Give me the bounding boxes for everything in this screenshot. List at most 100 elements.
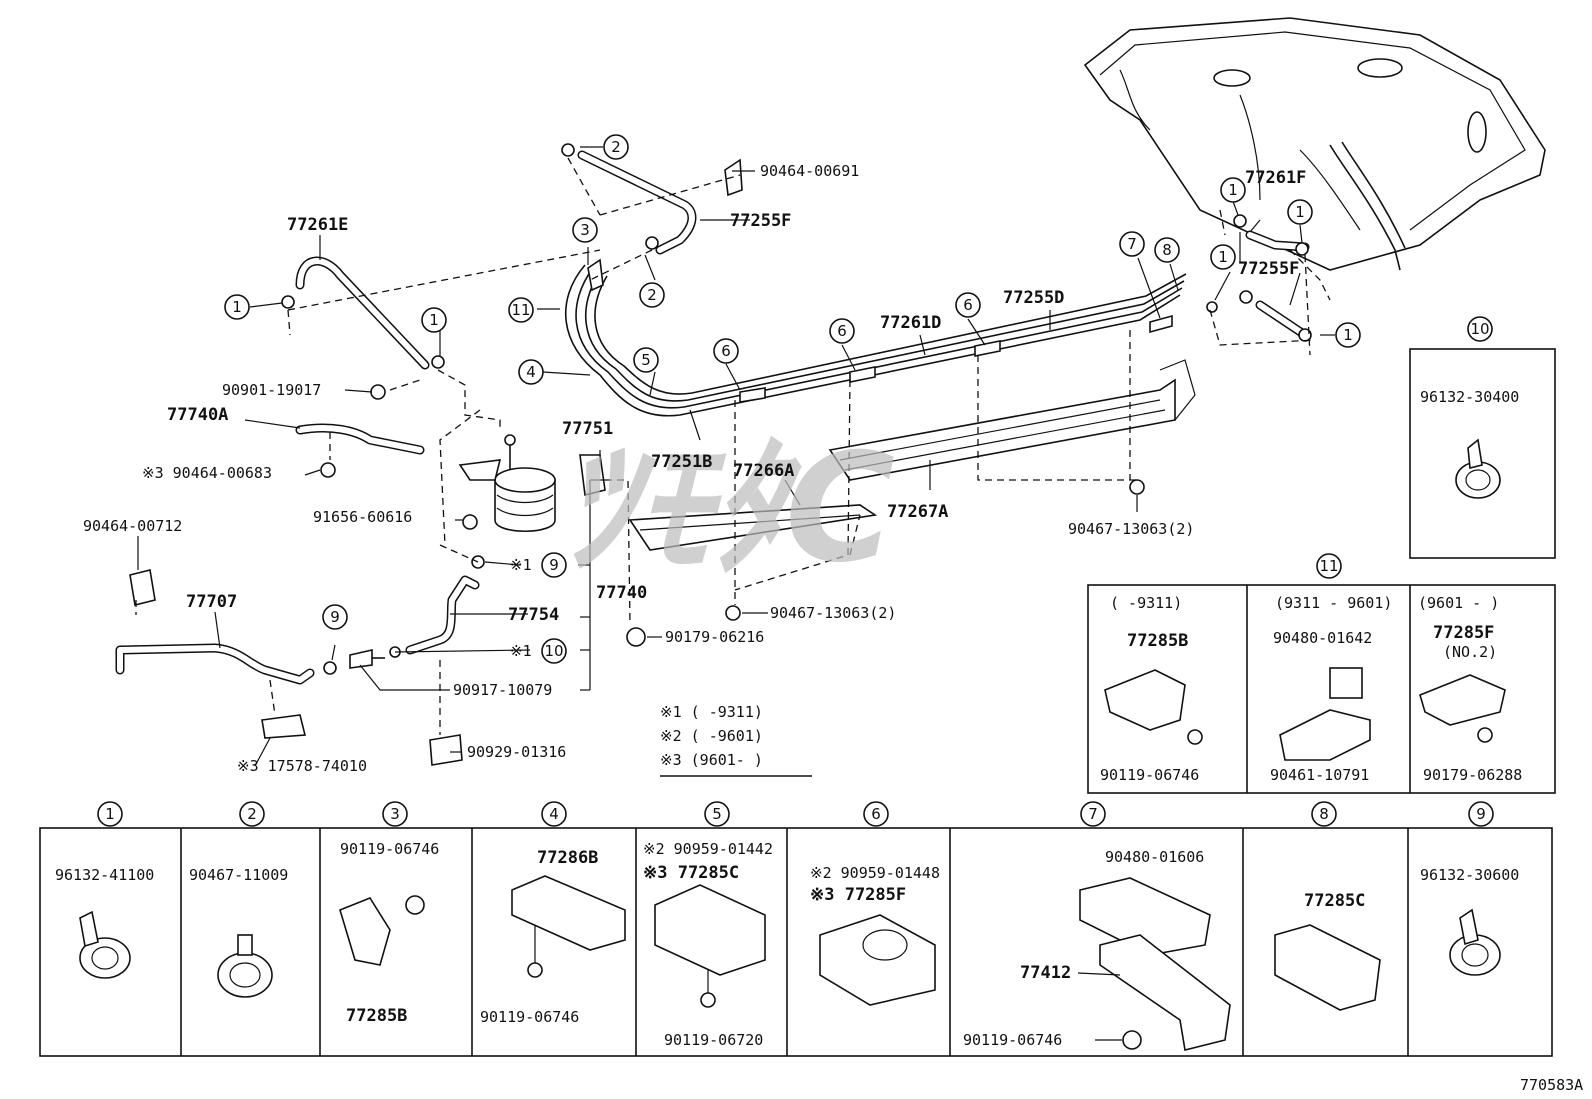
fasteners [129,143,1312,766]
svg-text:1: 1 [232,298,242,316]
callout-1: 1 [1210,244,1236,270]
label-90929-01316: 90929-01316 [467,743,566,761]
label-90179-06216: 90179-06216 [665,628,764,646]
clamp-block-icon [1274,924,1381,1011]
bolt-icon [700,992,716,1008]
callout-6: 6 [829,318,855,344]
box-10-part: 96132-30400 [1420,388,1519,406]
callout-4: 4 [518,359,544,385]
cell-3-part-b: 77285B [346,1006,407,1026]
table-callout-9: 9 [1468,801,1494,827]
cell-6-part-b: ※3 77285F [810,885,906,905]
svg-text:4: 4 [549,805,559,823]
clamp-icon [1104,669,1186,731]
label-90464-00683: ※3 90464-00683 [142,464,272,482]
table-callout-4: 4 [541,801,567,827]
label-90464-00712: 90464-00712 [83,517,182,535]
table-callout-8: 8 [1311,801,1337,827]
svg-text:9: 9 [549,556,559,574]
svg-text:6: 6 [721,342,731,360]
cell-5-part-b: ※3 77285C [643,863,739,883]
svg-text:6: 6 [871,805,881,823]
diagram-code: 770583A [1520,1076,1583,1094]
svg-text:11: 11 [1319,557,1338,575]
label-77751: 77751 [562,419,613,439]
table-callout-3: 3 [382,801,408,827]
label-90464-00691: 90464-00691 [760,162,859,180]
clamp-hole-icon [862,929,908,961]
callout-6: 6 [713,338,739,364]
svg-text:5: 5 [712,805,722,823]
table-callout-2: 2 [239,801,265,827]
label-91656-60616: 91656-60616 [313,508,412,526]
leader-lines [135,146,1335,767]
hoses-right [1245,230,1310,340]
callout-1: 1 [1220,177,1246,203]
cell-7-part-a: 90480-01606 [1105,848,1204,866]
label-77707: 77707 [186,592,237,612]
cell-7-part-c: 90119-06746 [963,1031,1062,1049]
label-77740A: 77740A [167,405,228,425]
label-77267A: 77267A [887,502,948,522]
label-77255F-right: 77255F [1238,259,1299,279]
cell-2-part: 90467-11009 [189,866,288,884]
bolt-icon [1122,1030,1142,1050]
label-77266A: 77266A [733,461,794,481]
label-17578-74010: ※3 17578-74010 [237,757,367,775]
label-77261E: 77261E [287,215,348,235]
callout-10: 10 [541,638,567,664]
protector-77266A [628,504,878,551]
svg-text:2: 2 [247,805,257,823]
clamp-ring-icon [217,934,273,998]
callout-3: 3 [572,217,598,243]
box-11-col3-range: (9601 - ) [1418,594,1499,612]
svg-text:6: 6 [963,296,973,314]
watermark: ﾂﾓﾀC [560,422,895,596]
cell-4-part-a: 77286B [537,848,598,868]
box-11-callout: 11 [1316,553,1342,579]
cell-3-part-a: 90119-06746 [340,840,439,858]
box-10-callout: 10 [1467,316,1493,342]
main-labels: 77261E 77255F 90464-00691 77261F 77255F … [83,162,1306,775]
label-77255F-top: 77255F [730,211,791,231]
cell-6-part-a: ※2 90959-01448 [810,864,940,882]
box-11-col3-part-a: 77285F [1433,623,1494,643]
clip-icon [79,910,131,979]
box-11-col2-range: (9311 - 9601) [1275,594,1392,612]
grommet-icon [1329,667,1363,699]
svg-text:7: 7 [1127,235,1137,253]
clip-icon [1455,438,1501,499]
svg-text:8: 8 [1319,805,1329,823]
svg-text:1: 1 [1295,203,1305,221]
box-10: 10 96132-30400 [1409,316,1556,559]
clamp-block-icon [654,884,766,976]
note-2: ※2 ( -9601) [660,727,763,745]
box-11-col1-part-b: 90119-06746 [1100,766,1199,784]
callout-1: 1 [421,307,447,333]
svg-text:10: 10 [544,642,563,660]
callout-9: 9 [322,604,348,630]
cell-8-part: 77285C [1304,891,1365,911]
svg-text:11: 11 [511,301,530,319]
callout-1: 1 [1287,199,1313,225]
hoses-upper-left [295,150,697,455]
label-note-mark-1b: ※1 [510,642,532,660]
svg-text:7: 7 [1088,805,1098,823]
svg-text:1: 1 [105,805,115,823]
callout-2: 2 [603,134,629,160]
note-3: ※3 (9601- ) [660,751,763,769]
fuel-tank [1083,17,1546,271]
label-90467-13063-right: 90467-13063(2) [1068,520,1194,538]
bracket-icon [339,897,391,966]
label-77740: 77740 [596,583,647,603]
callout-6: 6 [955,292,981,318]
callout-5: 5 [633,347,659,373]
cell-7-part-b: 77412 [1020,963,1071,983]
svg-text:2: 2 [611,138,621,156]
table-callout-6: 6 [863,801,889,827]
svg-text:10: 10 [1470,320,1489,338]
clamp-icon [1419,674,1506,726]
clip-icon [1449,908,1501,976]
svg-text:1: 1 [1218,248,1228,266]
